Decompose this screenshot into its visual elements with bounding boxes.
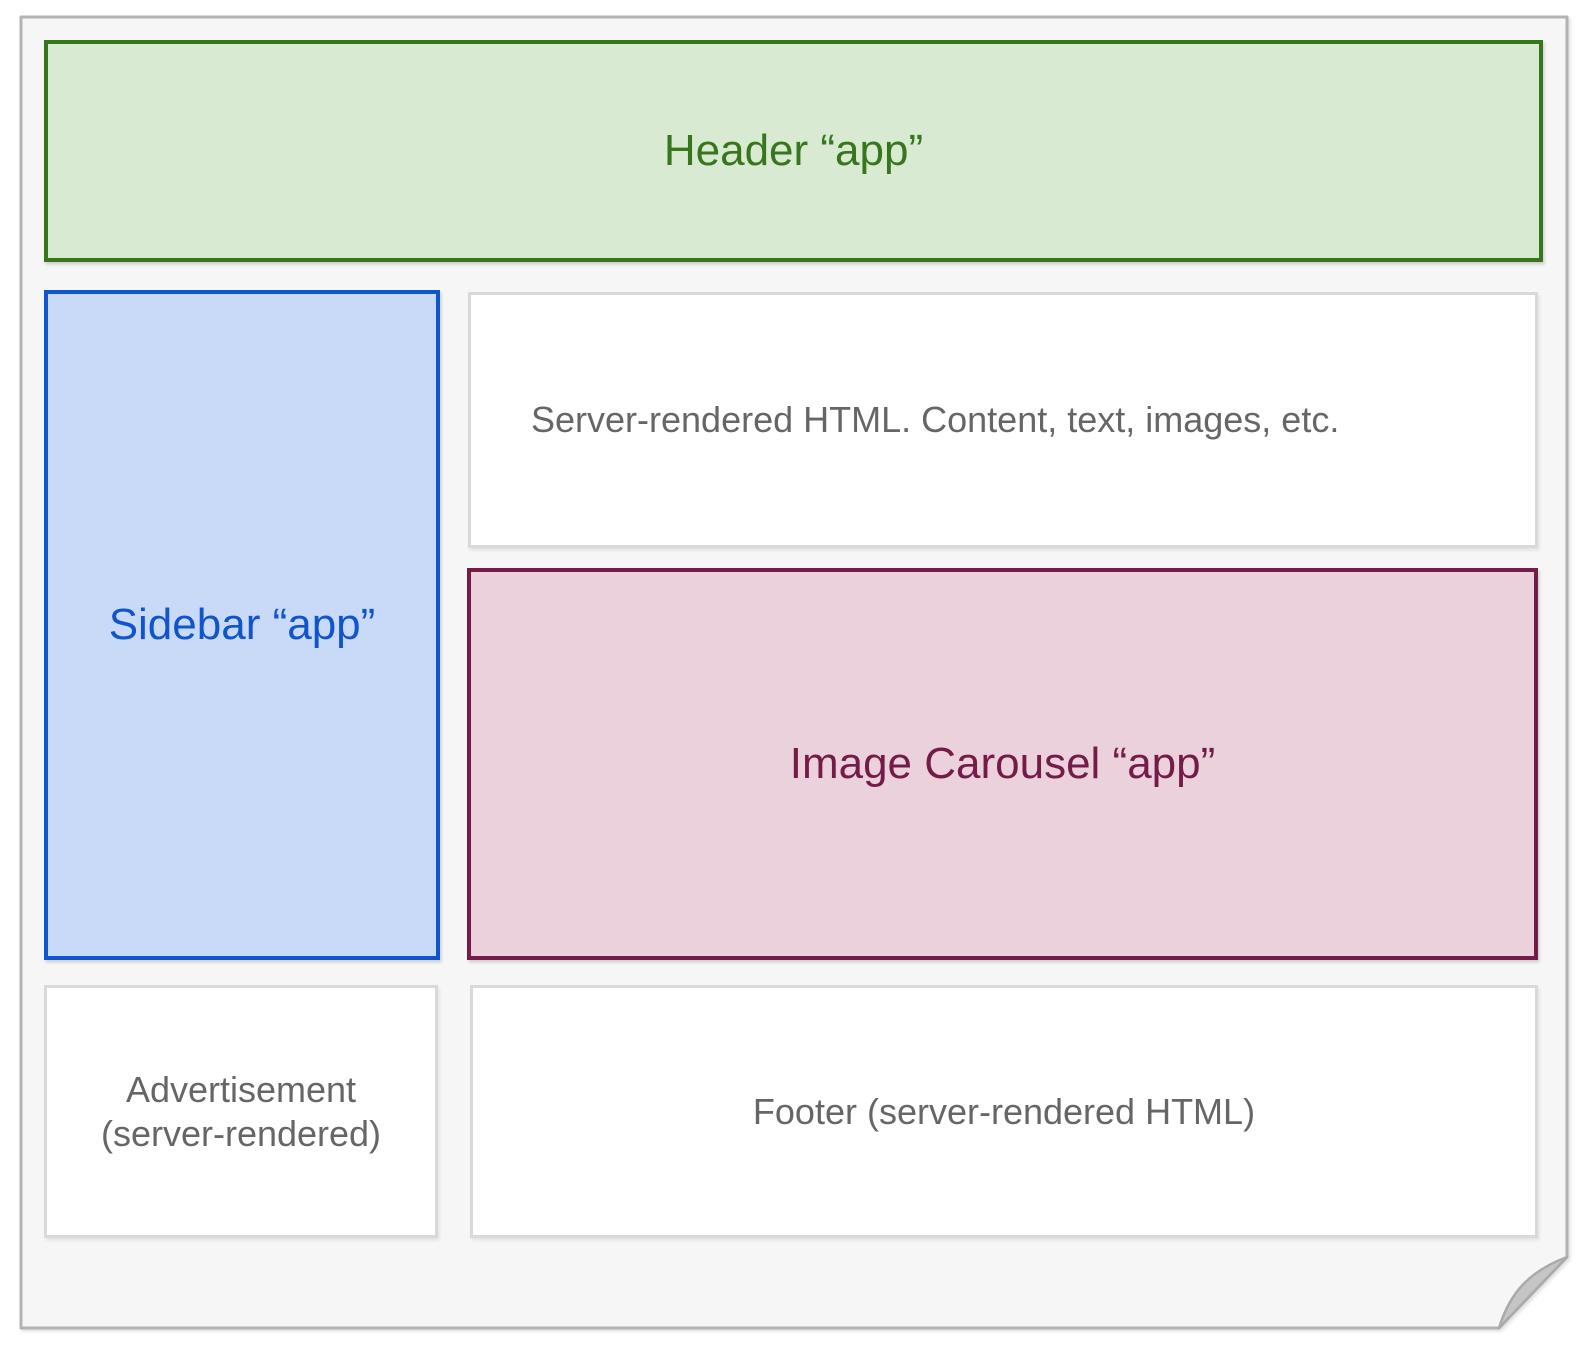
server-rendered-content-block: Server-rendered HTML. Content, text, ima… xyxy=(468,292,1538,548)
advertisement-label: Advertisement (server-rendered) xyxy=(100,1068,382,1154)
sidebar-app-label: Sidebar “app” xyxy=(108,600,376,649)
server-rendered-content-label: Server-rendered HTML. Content, text, ima… xyxy=(531,399,1340,441)
footer-label: Footer (server-rendered HTML) xyxy=(752,1090,1256,1132)
footer-block: Footer (server-rendered HTML) xyxy=(470,985,1538,1238)
advertisement-block: Advertisement (server-rendered) xyxy=(44,985,438,1238)
folded-corner xyxy=(1497,1255,1569,1330)
header-app-block: Header “app” xyxy=(44,40,1543,262)
image-carousel-app-label: Image Carousel “app” xyxy=(789,739,1216,788)
header-app-label: Header “app” xyxy=(663,126,924,175)
sidebar-app-block: Sidebar “app” xyxy=(44,290,440,960)
image-carousel-app-block: Image Carousel “app” xyxy=(467,568,1538,960)
